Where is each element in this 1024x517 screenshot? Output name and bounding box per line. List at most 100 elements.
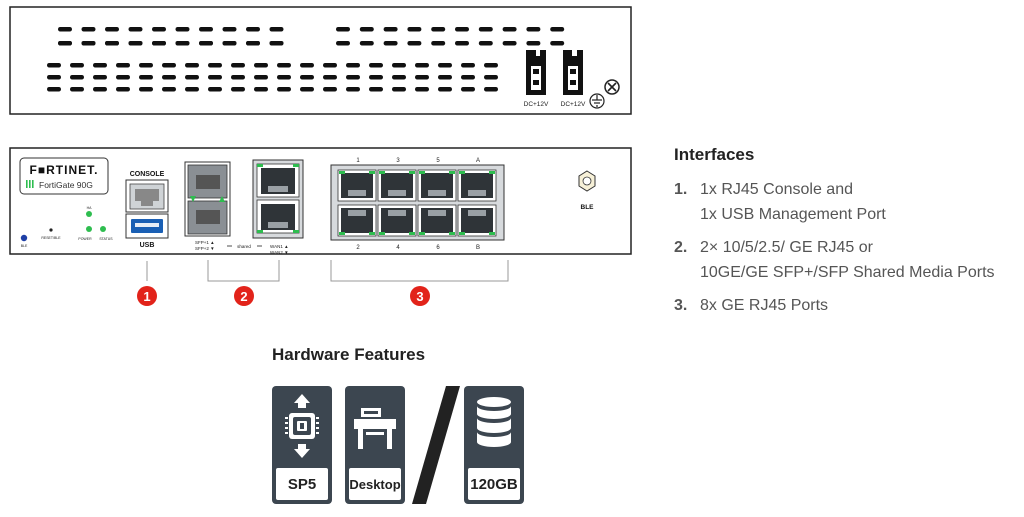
usb-port — [125, 213, 169, 239]
rj45-port — [377, 169, 417, 202]
back-panel: DC+12V DC+12V — [9, 6, 632, 115]
vent-slot — [139, 63, 153, 68]
vent-slot — [254, 63, 268, 68]
vent-slot — [431, 41, 446, 46]
feature-tile-sp5: SP5 — [272, 386, 332, 504]
ble-label: BLE — [581, 204, 595, 211]
vent-slot — [431, 27, 446, 32]
vent-slot — [47, 63, 61, 68]
vent-slot — [208, 63, 222, 68]
interface-item-1-line-2: 1x USB Management Port — [700, 206, 886, 223]
vent-slot — [185, 75, 199, 80]
vent-slot — [70, 87, 84, 92]
callout-2-badge — [234, 286, 254, 306]
hardware-features-title: Hardware Features — [272, 345, 426, 364]
vent-slot — [58, 27, 72, 32]
vent-slot — [346, 63, 360, 68]
vent-slot — [461, 75, 475, 80]
sfp-label-2: SFP+2 ▼ — [195, 246, 215, 251]
vent-slot — [461, 63, 475, 68]
vent-slot — [152, 27, 166, 32]
ha-led-label: HA — [87, 206, 93, 210]
slash-separator — [412, 386, 460, 504]
vent-slot — [359, 41, 374, 46]
port-label-4: 4 — [396, 245, 400, 251]
vent-slot — [254, 75, 268, 80]
rj45-port — [457, 204, 497, 237]
vent-slot — [550, 41, 565, 46]
vent-slot — [336, 41, 350, 46]
vent-slot — [208, 87, 222, 92]
interface-item-3-number: 3. — [674, 297, 688, 314]
storage-icon — [477, 397, 511, 447]
port-label-a: A — [476, 158, 480, 164]
shared-label: shared — [237, 244, 251, 249]
rj45-port — [337, 204, 377, 237]
vent-slot — [323, 87, 337, 92]
power-label-2: DC+12V — [561, 101, 586, 108]
vent-slot — [185, 63, 199, 68]
vent-slot — [392, 87, 406, 92]
console-label: CONSOLE — [130, 171, 165, 178]
vent-slot — [105, 27, 119, 32]
callouts: 1 2 3 — [137, 260, 509, 306]
interface-item-2-line-2: 10GE/GE SFP+/SFP Shared Media Ports — [700, 264, 995, 281]
sfp-led-1 — [190, 196, 196, 202]
vent-slot — [185, 87, 199, 92]
vent-slot — [323, 63, 337, 68]
feature-label-desktop: Desktop — [349, 468, 401, 500]
vent-slot — [392, 75, 406, 80]
vent-slot — [455, 27, 469, 32]
vent-slot — [407, 41, 422, 46]
vent-slot — [438, 63, 452, 68]
vent-slot — [359, 27, 374, 32]
vent-slot — [231, 87, 245, 92]
vent-slot — [175, 27, 190, 32]
vent-slot — [415, 63, 429, 68]
brand-logo: F■RTINET. — [30, 163, 99, 177]
lan-top-labels: 1 3 5 A — [356, 158, 480, 164]
vent-slot — [383, 27, 398, 32]
vent-slot — [502, 27, 517, 32]
vent-slot — [162, 63, 176, 68]
feature-label-sp5: SP5 — [276, 468, 328, 500]
ha-led — [86, 211, 92, 217]
vent-slot — [392, 63, 406, 68]
port-label-1: 1 — [356, 158, 360, 164]
vent-slot — [199, 27, 213, 32]
power-connector-2 — [563, 50, 583, 95]
vent-slot — [346, 75, 360, 80]
vent-slot — [93, 87, 107, 92]
vent-slot — [208, 75, 222, 80]
vent-slot — [415, 87, 429, 92]
vent-slot — [128, 27, 143, 32]
vent-slot — [484, 63, 498, 68]
power-connector-1 — [526, 50, 546, 95]
vent-slot — [269, 41, 284, 46]
callout-1-number: 1 — [143, 289, 150, 304]
device-diagram: DC+12V DC+12V F■RTINET. — [9, 6, 632, 306]
rj45-port — [337, 169, 377, 202]
interface-item-2-line-1: 2× 10/5/2.5/ GE RJ45 or — [700, 239, 873, 256]
power-led — [86, 226, 92, 232]
ground-icon — [589, 93, 605, 109]
feature-label-storage: 120GB — [468, 468, 520, 500]
lan-ports — [337, 169, 497, 237]
vent-slot — [116, 87, 130, 92]
vent-slot — [116, 63, 130, 68]
vent-slot — [383, 41, 398, 46]
vent-slot — [438, 75, 452, 80]
vent-slot — [116, 75, 130, 80]
vent-slot — [175, 41, 190, 46]
model-name: FortiGate 90G — [39, 180, 93, 190]
vent-slot — [269, 27, 284, 32]
vent-slot — [346, 87, 360, 92]
vent-slot — [81, 27, 96, 32]
vent-slot — [300, 63, 314, 68]
vent-slot — [336, 27, 350, 32]
vent-slot — [461, 87, 475, 92]
sfp-led-2 — [219, 196, 225, 202]
reset-label: RESET/BLE — [41, 236, 61, 240]
